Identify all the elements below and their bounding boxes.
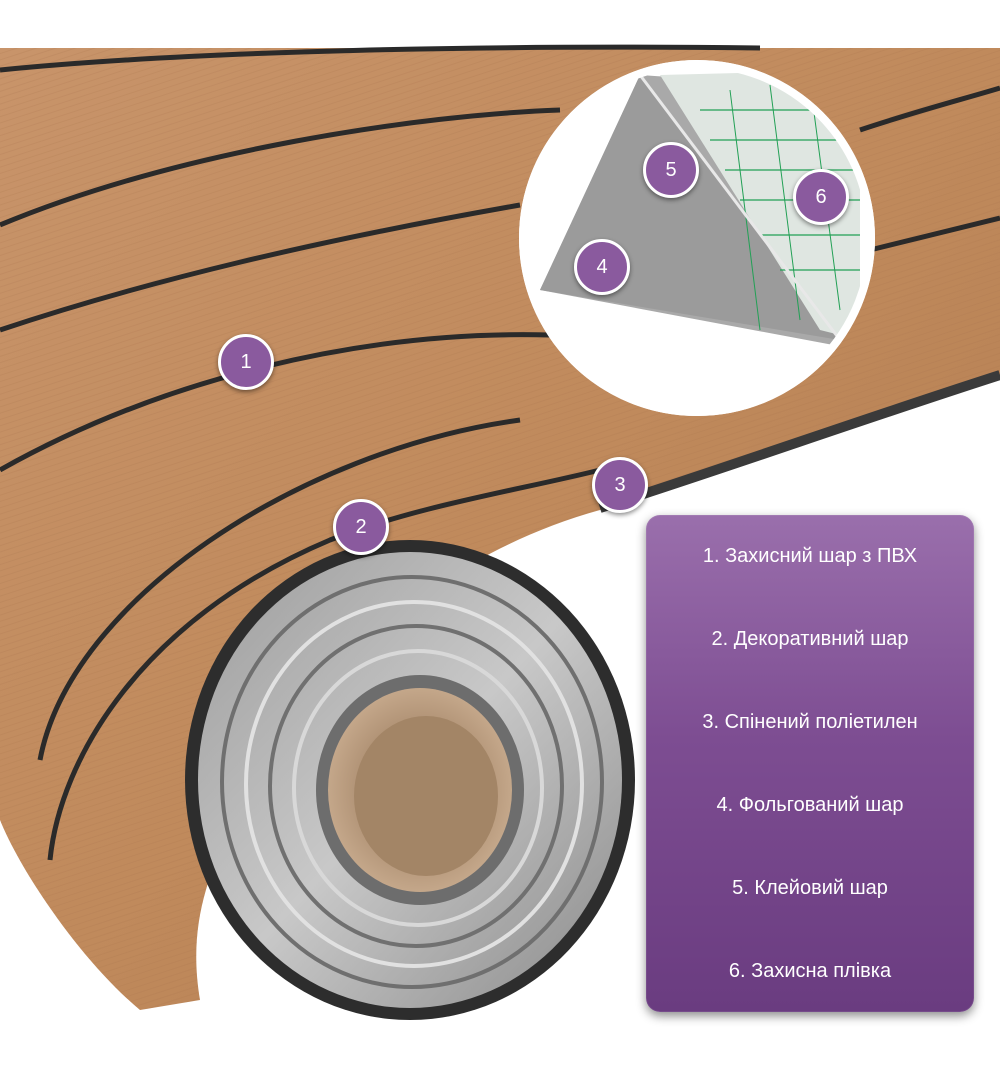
marker-2: 2 (333, 499, 389, 555)
seam-line (0, 202, 521, 333)
marker-4: 4 (574, 239, 630, 295)
legend-item-6: 6. Захисна плівка (728, 959, 892, 982)
legend-panel: 1. Захисний шар з ПВХ 2. Декоративний ша… (646, 515, 974, 1012)
legend-item-4: 4. Фольгований шар (716, 793, 904, 816)
legend-item-3: 3. Спінений поліетилен (702, 711, 918, 734)
marker-5: 5 (643, 142, 699, 198)
marker-3: 3 (592, 457, 648, 513)
seam-line (0, 107, 561, 228)
legend-item-5: 5. Клейовий шар (732, 876, 888, 899)
marker-1: 1 (218, 334, 274, 390)
seam-line (869, 215, 1000, 253)
seam-line (859, 85, 1000, 133)
legend-item-1: 1. Захисний шар з ПВХ (702, 545, 918, 568)
roll (185, 540, 635, 1020)
foam-edge (598, 370, 1000, 513)
seam-line (37, 417, 521, 761)
seam-line (0, 44, 761, 73)
legend-item-2: 2. Декоративний шар (711, 628, 909, 651)
seam-line (47, 467, 601, 861)
marker-6: 6 (793, 169, 849, 225)
